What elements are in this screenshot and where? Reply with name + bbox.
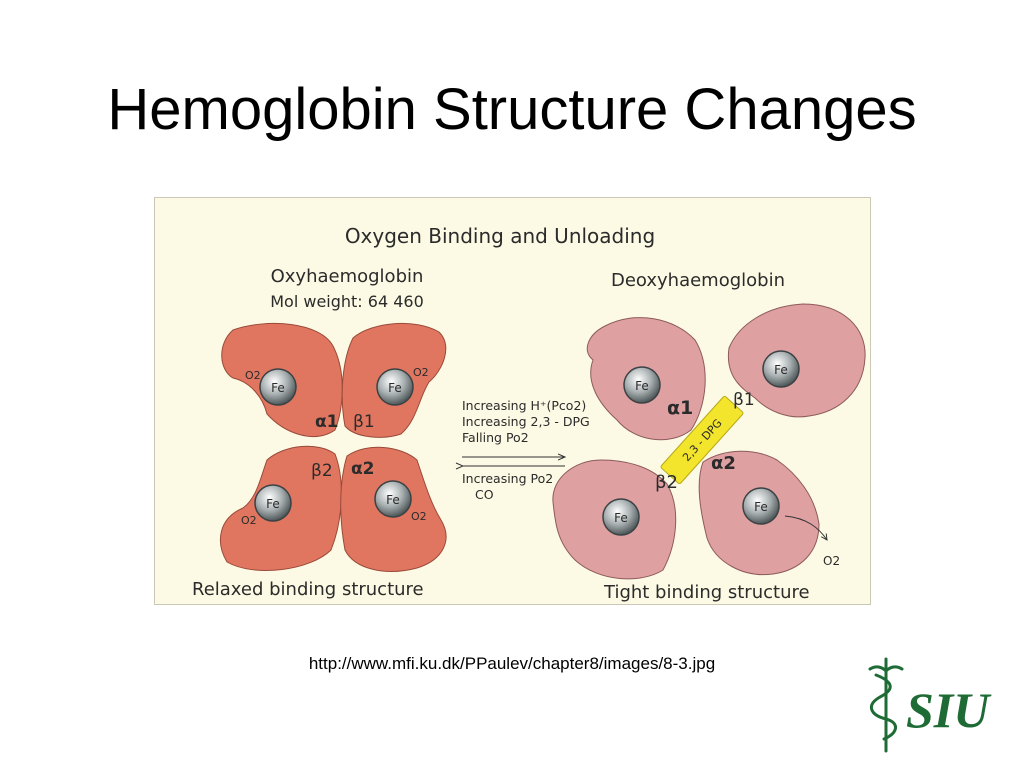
released-oxygen-label: O2 bbox=[823, 554, 840, 568]
oxygen-label: O2 bbox=[411, 510, 427, 523]
oxy-name: Oxyhaemoglobin bbox=[271, 266, 424, 287]
reverse-condition: Increasing Po2 bbox=[462, 471, 553, 486]
deoxy-name: Deoxyhaemoglobin bbox=[611, 270, 785, 291]
reverse-condition: CO bbox=[475, 487, 494, 502]
forward-condition: Increasing H⁺(Pco2) bbox=[462, 398, 586, 413]
siu-logo: SIU bbox=[862, 655, 1012, 755]
oxy-fe-label: Fe bbox=[271, 381, 285, 395]
deoxy-fe-label: Fe bbox=[635, 379, 649, 393]
deoxy-subunit-label: α2 bbox=[711, 453, 736, 474]
slide-title: Hemoglobin Structure Changes bbox=[0, 76, 1024, 143]
forward-condition: Falling Po2 bbox=[462, 430, 529, 445]
oxygen-label: O2 bbox=[413, 366, 429, 379]
oxy-caption: Relaxed binding structure bbox=[192, 579, 424, 600]
oxyhaemoglobin-tetramer: Fe Fe Fe Fe O2 O2 O2 O2 α1 β1 β2 α2 bbox=[220, 323, 446, 571]
oxy-subunit-label: α1 bbox=[315, 412, 339, 432]
hemoglobin-diagram: Oxygen Binding and Unloading Oxyhaemoglo… bbox=[155, 198, 872, 606]
deoxy-caption: Tight binding structure bbox=[603, 582, 810, 603]
siu-logo-text: SIU bbox=[906, 682, 992, 738]
oxy-subunit-label: α2 bbox=[351, 459, 375, 479]
deoxy-fe-label: Fe bbox=[754, 500, 768, 514]
oxy-subunit-label: β1 bbox=[353, 412, 375, 432]
oxy-subunit-label: β2 bbox=[311, 461, 333, 481]
deoxy-subunit-label: β2 bbox=[655, 472, 678, 493]
oxy-fe-label: Fe bbox=[386, 493, 400, 507]
deoxy-fe-label: Fe bbox=[774, 363, 788, 377]
deoxy-subunit-label: β1 bbox=[733, 390, 755, 410]
oxy-fe-label: Fe bbox=[388, 381, 402, 395]
forward-condition: Increasing 2,3 - DPG bbox=[462, 414, 590, 429]
figure-heading: Oxygen Binding and Unloading bbox=[345, 224, 655, 248]
deoxyhaemoglobin-tetramer: 2,3 - DPG Fe Fe Fe Fe α1 β1 β2 α2 O2 bbox=[553, 304, 865, 579]
deoxy-fe-label: Fe bbox=[614, 511, 628, 525]
caduceus-icon bbox=[870, 659, 902, 751]
deoxy-subunit-label: α1 bbox=[667, 397, 693, 419]
oxy-weight: Mol weight: 64 460 bbox=[270, 292, 424, 311]
oxygen-label: O2 bbox=[245, 369, 261, 382]
oxy-fe-label: Fe bbox=[266, 497, 280, 511]
oxygen-label: O2 bbox=[241, 514, 257, 527]
hemoglobin-figure: Oxygen Binding and Unloading Oxyhaemoglo… bbox=[154, 197, 871, 605]
